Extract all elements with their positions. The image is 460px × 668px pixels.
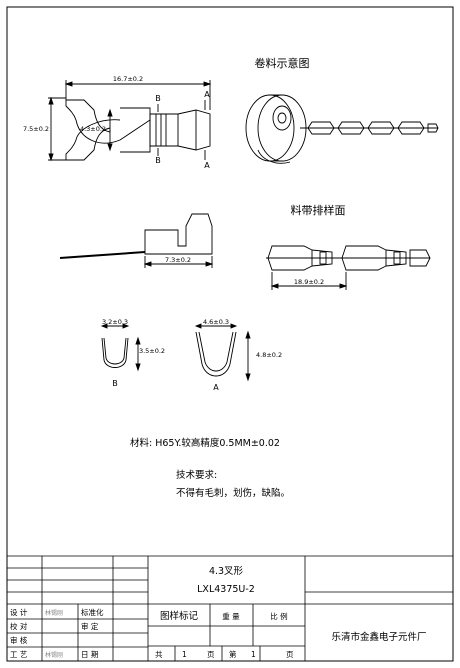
section-b-view [100, 323, 141, 372]
reel-illustration [245, 94, 307, 164]
part-number: LXL4375U-2 [197, 584, 255, 595]
reel-strip-chain [300, 121, 439, 135]
drawing-border [6, 6, 454, 662]
dim-pitch: 18.9±0.2 [294, 278, 324, 286]
dim-b-width: 3.2±0.3 [102, 318, 128, 326]
material-note: 材料: H65Y.较高精度0.5MM±0.02 [130, 437, 280, 449]
section-a-view [194, 323, 251, 382]
dim-height: 7.5±0.2 [23, 125, 49, 133]
company-name: 乐清市金鑫电子元件厂 [331, 631, 426, 643]
tech-requirements-body: 不得有毛刺，划伤，缺陷。 [176, 487, 290, 499]
label-standardize: 标准化 [81, 607, 104, 617]
strip-title: 料带排样面 [291, 203, 346, 217]
label-sheet-mark: 图样标记 [160, 610, 199, 622]
label-approve: 审 定 [81, 621, 99, 631]
label-date: 日 期 [81, 650, 98, 659]
section-a-bottom: A [204, 161, 210, 170]
side-view [59, 213, 214, 268]
reel-title: 卷料示意图 [255, 56, 310, 70]
label-process: 工 艺 [10, 650, 27, 659]
section-a-top: A [204, 90, 210, 99]
label-weight: 重 量 [222, 612, 240, 621]
label-page-1: 页 [207, 650, 215, 659]
dim-slot: 4.3±0.2 [80, 125, 106, 133]
label-page-2: 页 [286, 650, 294, 659]
label-scale: 比 例 [270, 611, 287, 621]
strip-layout [266, 245, 431, 290]
section-a-label: A [213, 383, 219, 392]
tech-requirements-title: 技术要求: [176, 469, 217, 481]
dim-crimp-length: 7.3±0.2 [165, 256, 191, 264]
dim-a-height: 4.8±0.2 [256, 351, 282, 359]
faint-stamp-1: 林锡刚 [45, 609, 63, 617]
faint-stamp-2: 林锡刚 [45, 651, 63, 659]
label-total: 共 [155, 650, 163, 659]
sheet-number: 1 [251, 650, 256, 659]
section-b-top: B [155, 94, 161, 103]
dim-length: 16.7±0.2 [113, 75, 143, 83]
total-pages: 1 [182, 650, 187, 659]
dim-a-width: 4.6±0.3 [203, 318, 229, 326]
fork-terminal-view [48, 80, 212, 162]
label-design: 设 计 [10, 607, 28, 617]
part-name: 4.3叉形 [209, 565, 244, 577]
dim-b-height: 3.5±0.2 [139, 347, 165, 355]
label-check: 校 对 [10, 621, 28, 631]
label-sheet: 第 [229, 649, 237, 659]
section-b-label: B [112, 379, 118, 388]
title-block-grid [7, 555, 453, 661]
section-b-bottom: B [155, 156, 161, 165]
label-review: 审 核 [10, 635, 28, 645]
